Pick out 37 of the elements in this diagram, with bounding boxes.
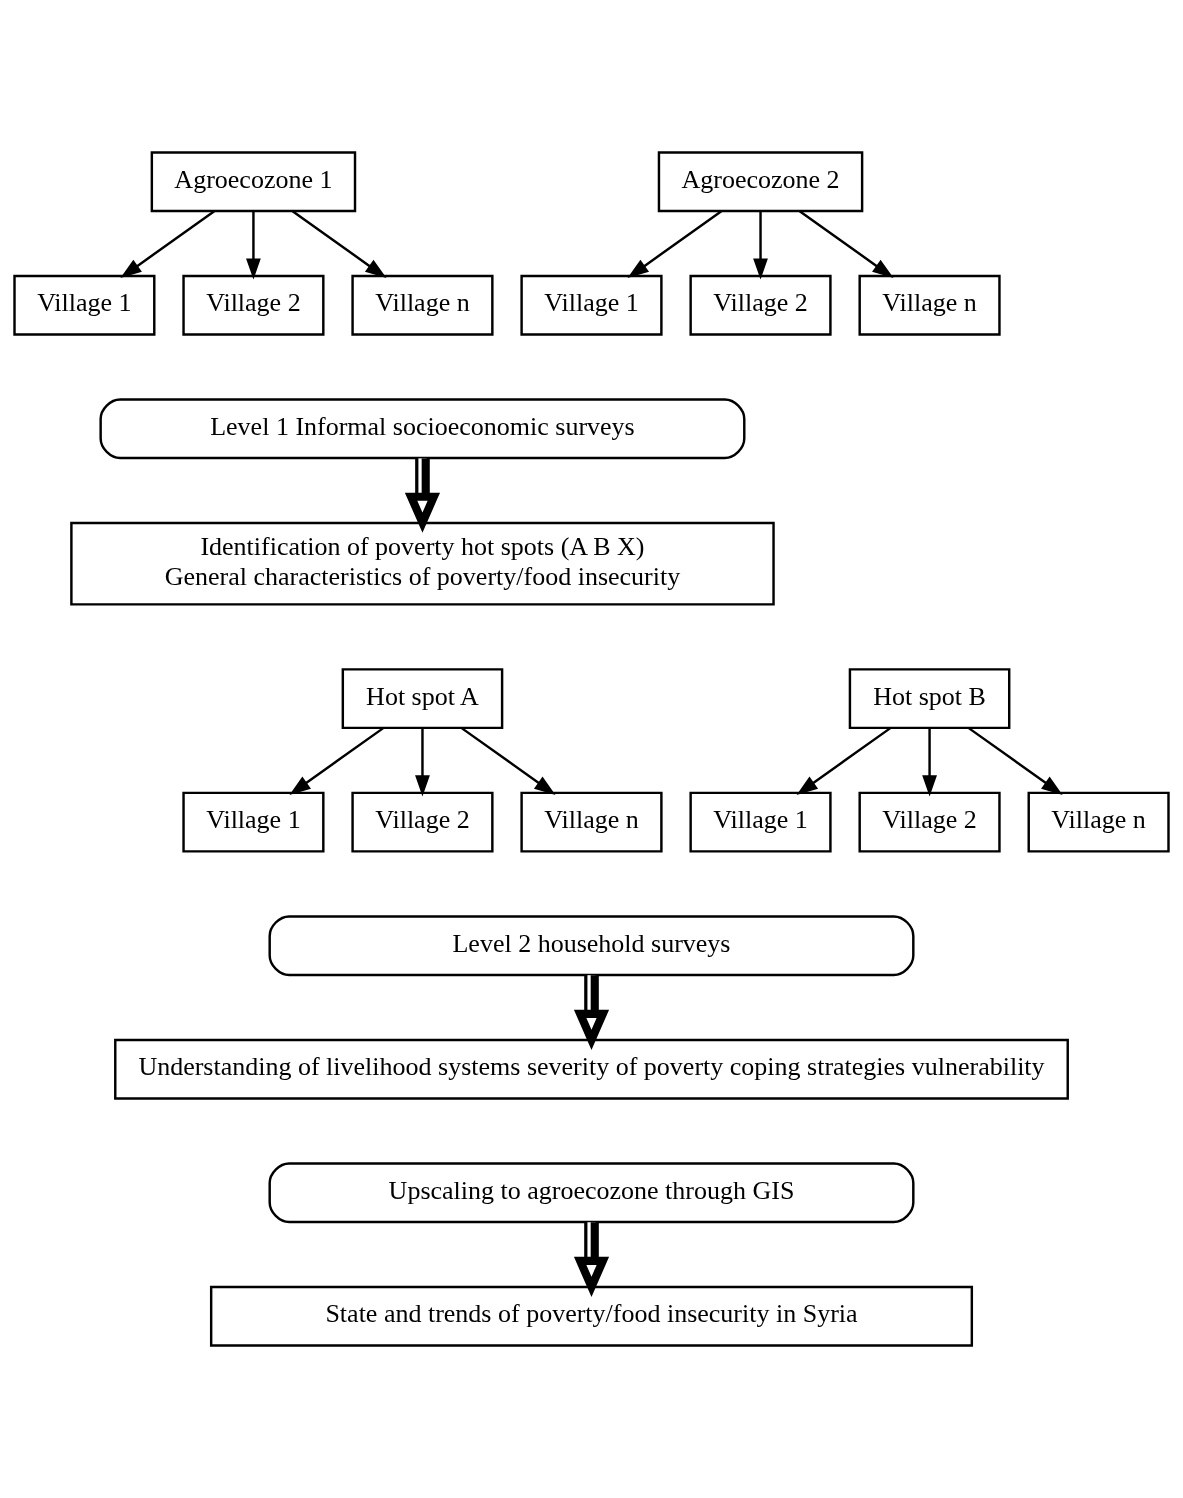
node-box: Village 2 — [182, 274, 325, 336]
node-box: Upscaling to agroecozone through GIS — [268, 1162, 915, 1224]
arrow — [120, 210, 215, 279]
node-box: Agroecozone 1 — [150, 151, 357, 213]
node-box: Agroecozone 2 — [657, 151, 864, 213]
arrow — [922, 728, 937, 797]
node-box: Hot spot B — [848, 668, 1011, 730]
node-box: Level 1 Informal socioeconomic surveys — [99, 398, 746, 460]
arrow — [289, 727, 384, 795]
arrow — [246, 211, 261, 280]
arrow — [799, 210, 894, 279]
arrow — [404, 458, 441, 533]
node-box: Village n — [520, 791, 663, 853]
node-box: Understanding of livelihood systems severity of poverty coping strategies vulnerability — [114, 1038, 1069, 1100]
arrow — [460, 727, 556, 795]
node-box: Village n — [351, 274, 494, 336]
node-box: Identification of poverty hot spots (A B X) General characteristics of poverty/food insecurity — [70, 521, 775, 606]
arrow — [291, 210, 387, 279]
node-box: Village 2 — [689, 274, 832, 336]
node-box: Village 2 — [351, 791, 494, 853]
node-box: Village 1 — [520, 274, 663, 336]
arrow — [415, 728, 430, 797]
node-box: Village n — [858, 274, 1001, 336]
node-box: Level 2 household surveys — [268, 915, 915, 977]
arrow — [573, 975, 610, 1050]
node-box: Village n — [1027, 791, 1170, 853]
node-box: Village 1 — [689, 791, 832, 853]
arrow — [796, 727, 892, 795]
arrow — [753, 211, 768, 280]
node-box: Hot spot A — [341, 668, 504, 730]
node-box: Village 1 — [13, 274, 156, 336]
arrow — [627, 210, 723, 279]
arrow — [573, 1222, 610, 1297]
node-box: Village 2 — [858, 791, 1001, 853]
node-box: Village 1 — [182, 791, 325, 853]
arrow — [968, 727, 1063, 795]
node-box: State and trends of poverty/food insecurity in Syria — [209, 1285, 974, 1347]
